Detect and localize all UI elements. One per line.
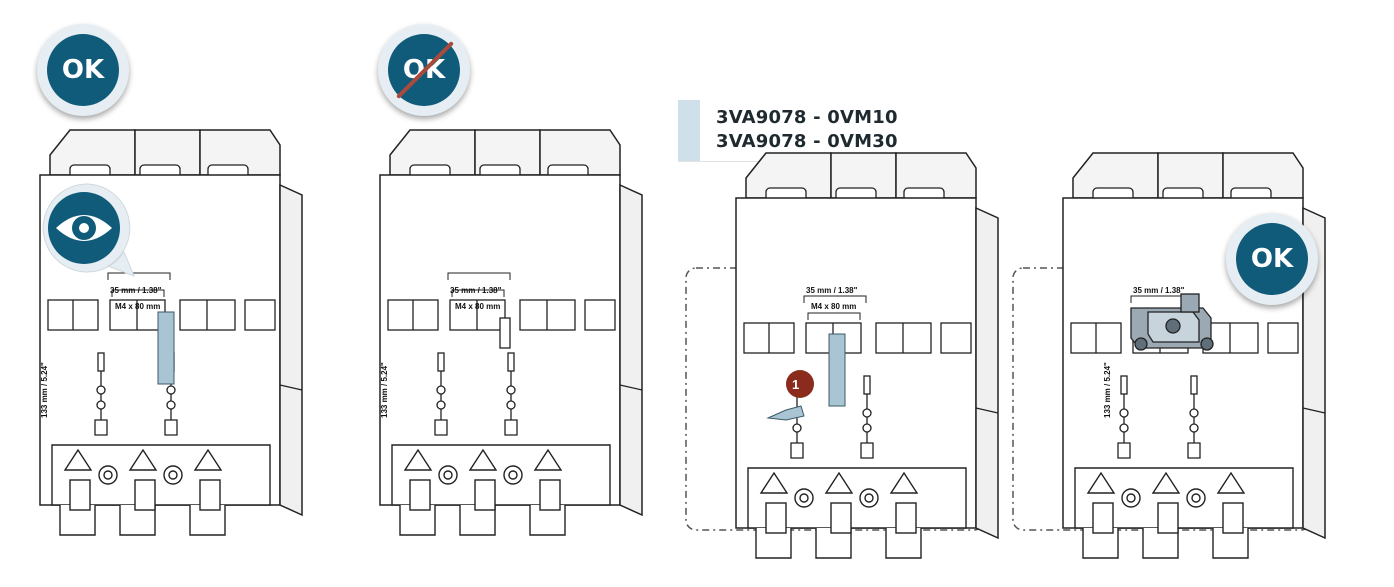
height-dimension-label: 133 mm / 5.24"	[40, 362, 49, 418]
width-dimension-label-2: 35 mm / 1.38"	[450, 286, 502, 295]
screw-dimension-label: M4 x 80 mm	[115, 302, 161, 311]
step-number-marker	[786, 370, 814, 398]
width-dimension-label: 35 mm / 1.38"	[110, 286, 162, 295]
screw-dimension-label-2: M4 x 80 mm	[455, 302, 501, 311]
product-number-2: 3VA9078 - 0VM30	[716, 131, 898, 152]
marking-strip-highlight	[157, 311, 175, 385]
width-dimension-label-4: 35 mm / 1.38"	[1133, 286, 1185, 295]
not-ok-badge: OK	[378, 24, 470, 116]
screw-dimension-label-3: M4 x 80 mm	[811, 302, 857, 311]
ok-badge-2-label: OK	[1236, 223, 1308, 295]
ok-badge-1: OK	[37, 24, 129, 116]
inspect-eye-icon	[42, 183, 135, 277]
height-dimension-label-2: 133 mm / 5.24"	[380, 362, 389, 418]
height-dimension-label-4: 133 mm / 5.24"	[1103, 362, 1112, 418]
ok-badge-2: OK	[1226, 213, 1318, 305]
product-list: 3VA9078 - 0VM10 3VA9078 - 0VM30	[716, 106, 898, 154]
ok-badge-label: OK	[47, 34, 119, 106]
width-dimension-label-3: 35 mm / 1.38"	[806, 286, 858, 295]
product-accent-bar	[678, 100, 700, 162]
step-number-label: 1	[792, 377, 800, 392]
product-number-1: 3VA9078 - 0VM10	[716, 107, 898, 128]
